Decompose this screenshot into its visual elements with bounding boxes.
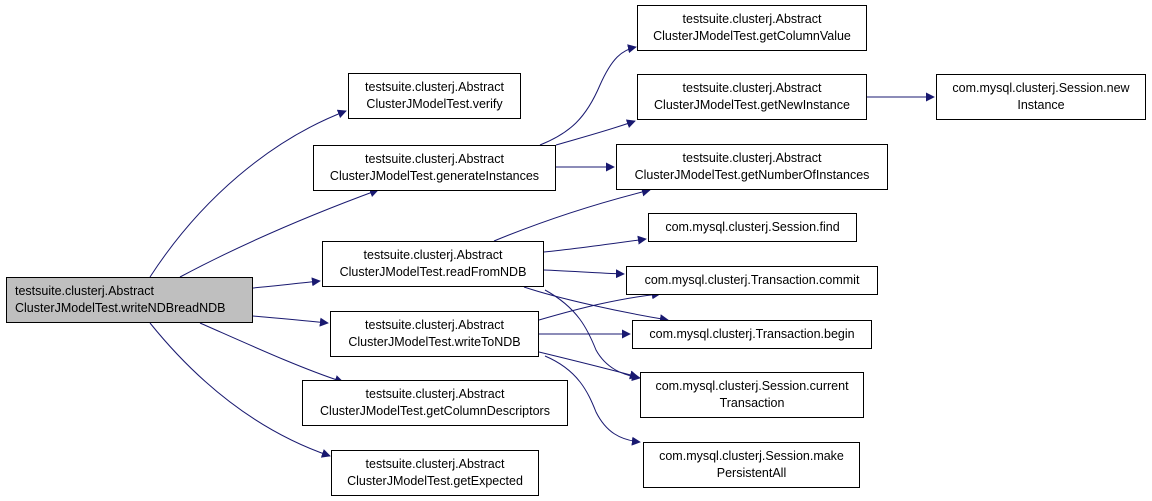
node-label-line2: ClusterJModelTest.getNewInstance <box>654 98 850 112</box>
node-label-line1: testsuite.clusterj.Abstract <box>365 318 504 332</box>
node-write-ndb-read-ndb[interactable]: testsuite.clusterj.Abstract ClusterJMode… <box>6 277 253 323</box>
node-label-line2: ClusterJModelTest.writeToNDB <box>348 335 521 349</box>
node-label-line2: ClusterJModelTest.writeNDBreadNDB <box>15 301 226 315</box>
node-session-current-transaction[interactable]: com.mysql.clusterj.Session.current Trans… <box>640 372 864 418</box>
node-label-line1: testsuite.clusterj.Abstract <box>682 151 822 165</box>
node-get-expected[interactable]: testsuite.clusterj.Abstract ClusterJMode… <box>331 450 539 496</box>
node-label-line1: com.mysql.clusterj.Session.new <box>952 81 1130 95</box>
edge-readFromNDB-to-txCommit <box>543 269 625 279</box>
node-transaction-begin[interactable]: com.mysql.clusterj.Transaction.begin <box>632 320 872 349</box>
node-label-line1: com.mysql.clusterj.Session.current <box>655 379 849 393</box>
node-label-line1: testsuite.clusterj.Abstract <box>365 457 505 471</box>
node-transaction-commit[interactable]: com.mysql.clusterj.Transaction.commit <box>626 266 878 295</box>
node-write-to-ndb[interactable]: testsuite.clusterj.Abstract ClusterJMode… <box>330 311 539 357</box>
edge-readFromNDB-to-sessionFind <box>543 235 647 253</box>
node-label-line1: testsuite.clusterj.Abstract <box>682 12 822 26</box>
edge-readFromNDB-to-txBegin <box>523 286 669 324</box>
node-label-line2: PersistentAll <box>716 466 787 480</box>
node-label-line2: ClusterJModelTest.readFromNDB <box>339 265 527 279</box>
edge-root-to-generateInstances <box>179 188 379 278</box>
edge-root-to-verify <box>149 109 347 278</box>
edge-readFromNDB-to-getNumberOfInstances <box>493 187 651 242</box>
node-label-line1: testsuite.clusterj.Abstract <box>682 81 822 95</box>
node-read-from-ndb[interactable]: testsuite.clusterj.Abstract ClusterJMode… <box>322 241 544 287</box>
node-label-line1: testsuite.clusterj.Abstract <box>365 387 505 401</box>
edge-writeToNDB-to-txCommit <box>538 290 661 321</box>
node-label-line1: com.mysql.clusterj.Session.find <box>665 220 840 234</box>
node-session-find[interactable]: com.mysql.clusterj.Session.find <box>648 213 857 242</box>
node-label-line2: ClusterJModelTest.generateInstances <box>329 169 540 183</box>
node-label-line1: com.mysql.clusterj.Transaction.commit <box>644 273 860 287</box>
edge-generateInstances-to-getColumnValue <box>539 44 637 146</box>
node-get-new-instance[interactable]: testsuite.clusterj.Abstract ClusterJMode… <box>637 74 867 120</box>
node-label-line1: testsuite.clusterj.Abstract <box>15 284 154 298</box>
node-label-line1: testsuite.clusterj.Abstract <box>365 152 504 166</box>
node-get-number-of-instances[interactable]: testsuite.clusterj.Abstract ClusterJMode… <box>616 144 888 190</box>
edge-root-to-getColumnDescriptors <box>199 322 344 384</box>
node-session-make-persistent-all[interactable]: com.mysql.clusterj.Session.make Persiste… <box>643 442 860 488</box>
edge-root-to-getExpected <box>149 322 331 458</box>
node-session-new-instance[interactable]: com.mysql.clusterj.Session.new Instance <box>936 74 1146 120</box>
node-label-line1: testsuite.clusterj.Abstract <box>363 248 503 262</box>
edge-writeToNDB-to-currentTransaction <box>538 351 639 380</box>
edge-root-to-writeToNDB <box>252 315 329 327</box>
node-label-line2: ClusterJModelTest.getColumnValue <box>653 29 851 43</box>
node-label-line2: Transaction <box>719 396 785 410</box>
edge-generateInstances-to-getNewInstance <box>555 119 636 146</box>
node-get-column-value[interactable]: testsuite.clusterj.Abstract ClusterJMode… <box>637 5 867 51</box>
node-label-line2: ClusterJModelTest.getExpected <box>347 474 523 488</box>
node-label-line2: ClusterJModelTest.verify <box>366 97 503 111</box>
node-label-line2: ClusterJModelTest.getNumberOfInstances <box>634 168 870 182</box>
node-label-line2: ClusterJModelTest.getColumnDescriptors <box>320 404 550 418</box>
node-label-line1: com.mysql.clusterj.Transaction.begin <box>649 327 855 341</box>
edge-root-to-readFromNDB <box>252 277 321 289</box>
node-label-line1: com.mysql.clusterj.Session.make <box>659 449 844 463</box>
node-verify[interactable]: testsuite.clusterj.Abstract ClusterJMode… <box>348 73 521 119</box>
edge-writeToNDB-to-makePersistentAll <box>544 355 641 446</box>
node-label-line1: testsuite.clusterj.Abstract <box>365 80 504 94</box>
node-label-line2: Instance <box>1017 98 1065 112</box>
node-get-column-descriptors[interactable]: testsuite.clusterj.Abstract ClusterJMode… <box>302 380 568 426</box>
node-generate-instances[interactable]: testsuite.clusterj.Abstract ClusterJMode… <box>313 145 556 191</box>
